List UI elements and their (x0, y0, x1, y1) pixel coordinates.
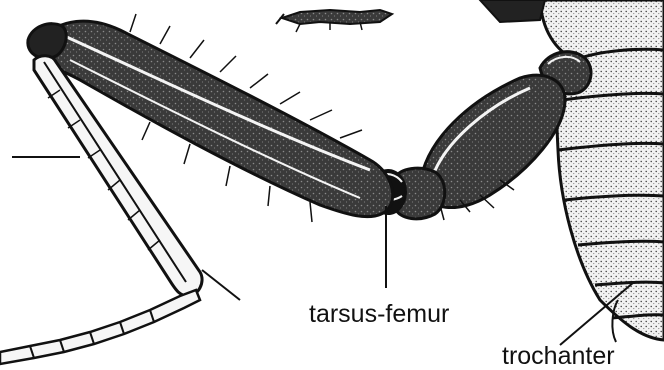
knee-cap (28, 24, 66, 59)
label-trochanter: trochanter (502, 344, 615, 369)
upper-leg-fragment (276, 10, 392, 32)
tarsal-chain (0, 290, 200, 364)
label-tarsus-femur: tarsus-femur (309, 302, 449, 327)
